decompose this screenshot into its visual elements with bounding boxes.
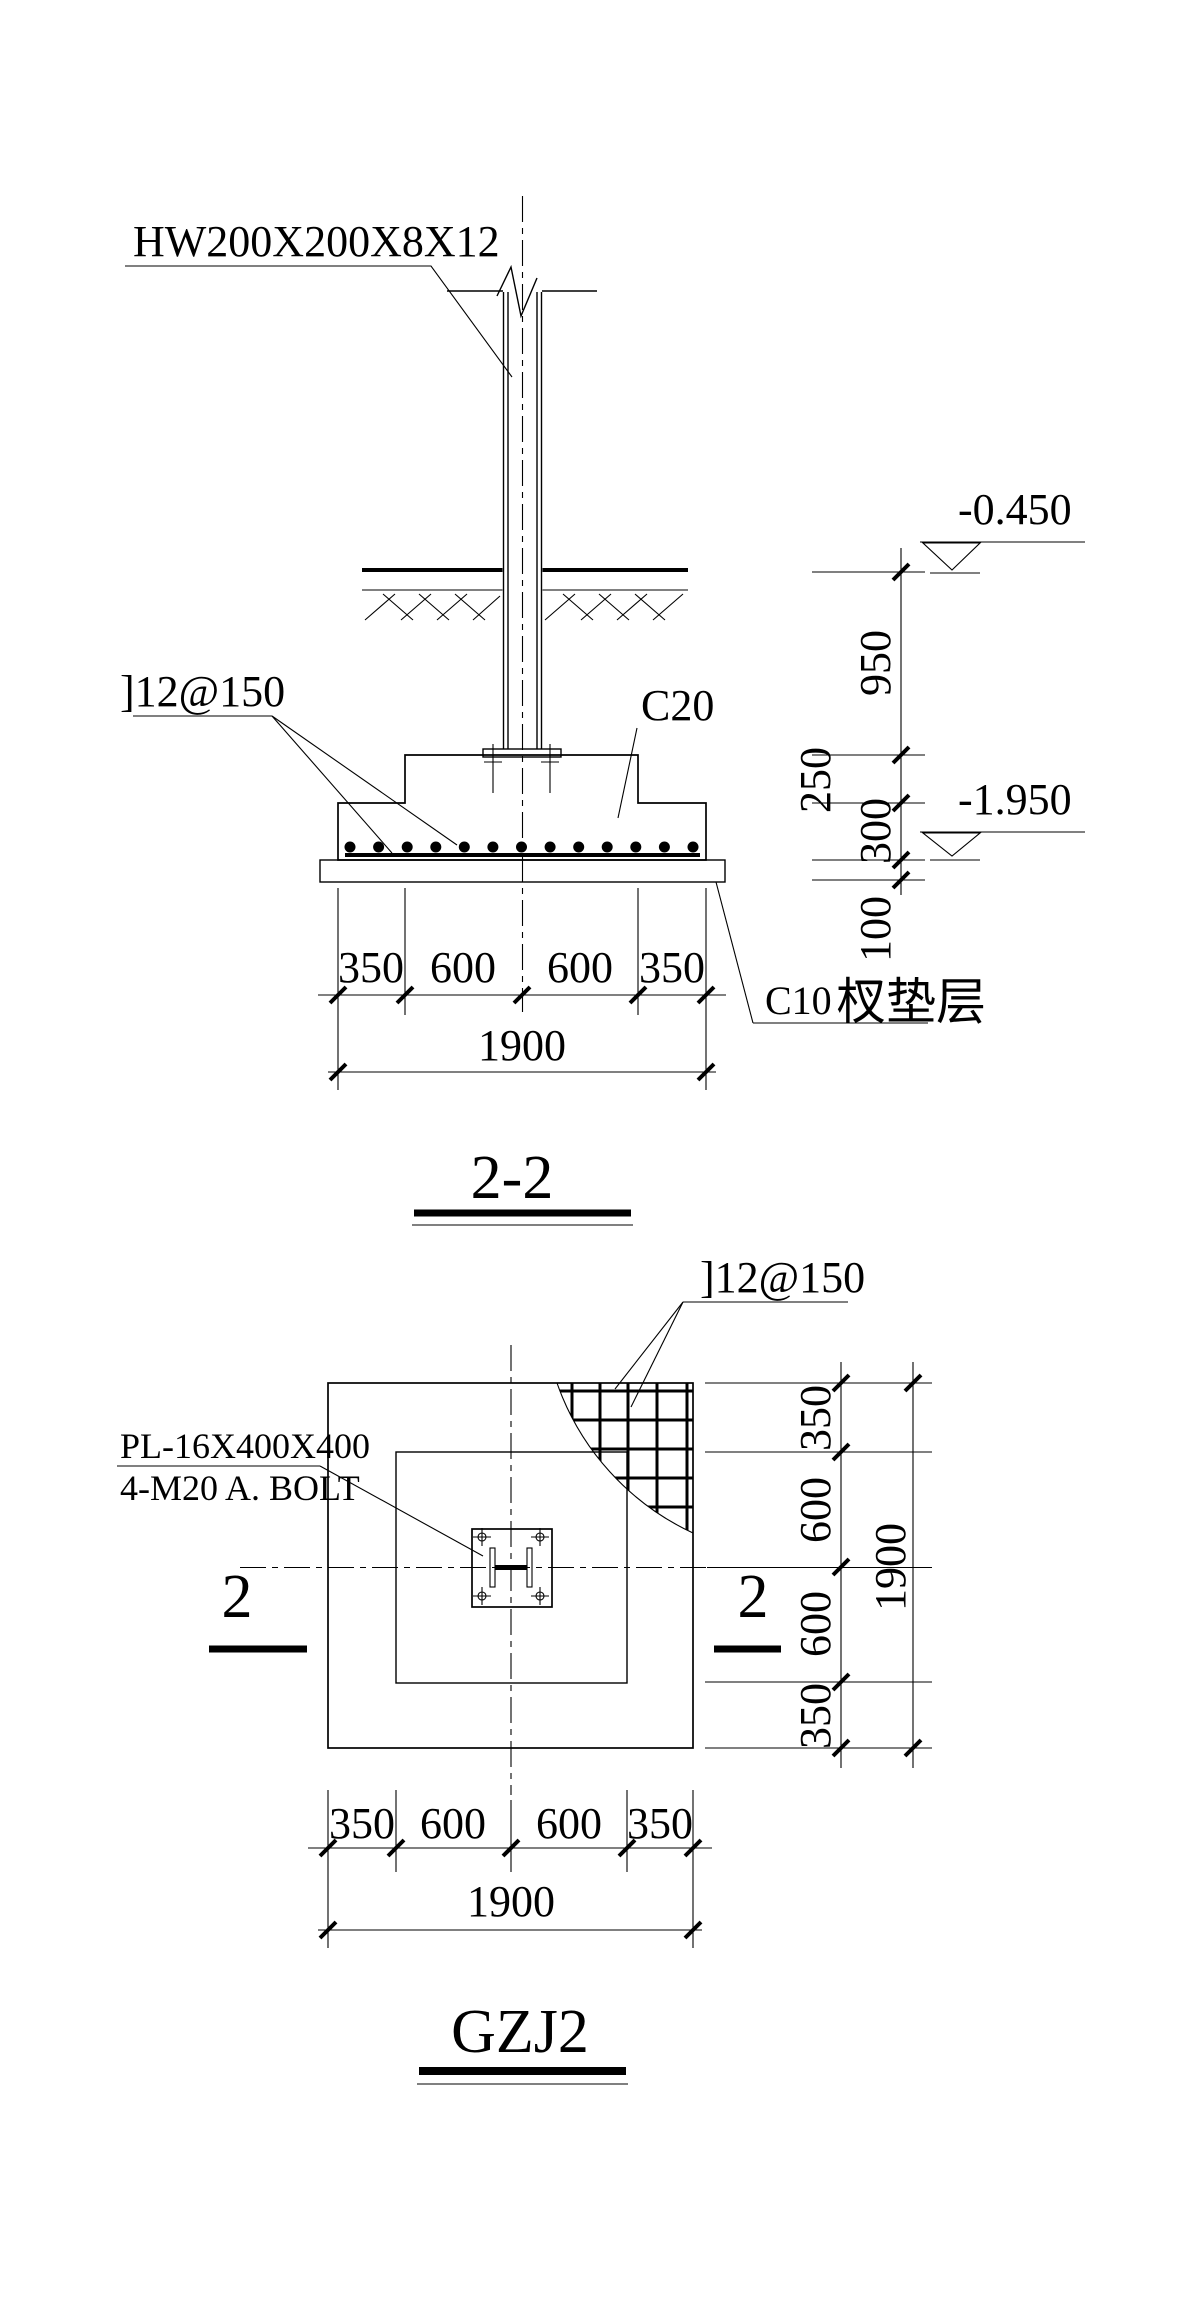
column-label-leader [125,265,513,378]
footing-plan-outline [327,1382,694,1749]
elevation-marker-top: -0.450 [920,485,1085,574]
anchor-bolts-section [484,744,559,793]
cut-mark-right-text: 2 [738,1563,769,1631]
base-plate-plan [471,1528,553,1608]
dim-bottom-350-a: 350 [329,1799,395,1848]
dim-1900-section: 1900 [478,1021,566,1070]
concrete-label-leader [617,727,638,819]
section-stirrup-label: ]12@150 [120,667,285,716]
section-title: 2-2 [412,1144,633,1226]
dim-300: 300 [851,798,900,864]
dim-950: 950 [851,630,900,696]
dim-350-a: 350 [338,943,404,992]
dim-bottom-600-b: 600 [536,1799,602,1848]
plan-right-dims: 350 600 600 350 1900 [705,1362,932,1768]
plan-title-text: GZJ2 [451,1998,589,2066]
pedestal-plan-outline [395,1451,628,1684]
section-horizontal-dims: 350 600 600 350 1900 [318,888,726,1090]
cushion-name-label: 杈垫层 [836,974,986,1030]
ground-hatch [364,593,684,621]
dim-right-350-b: 350 [791,1683,840,1749]
rebar-dots [344,841,699,853]
ground-line [362,568,688,591]
elevation-bottom-value: -1.950 [958,775,1072,824]
stirrup-leader [133,715,458,854]
mesh-label-leader [614,1301,848,1408]
base-plate-section [482,748,562,758]
anchor-bolts-plan [473,1528,549,1605]
section-column-label: HW200X200X8X12 [133,217,500,266]
dim-250: 250 [791,747,840,813]
plate-label: PL-16X400X400 [120,1426,370,1466]
dim-600-a: 600 [430,943,496,992]
plan-mesh-label: ]12@150 [700,1253,865,1302]
dim-right-600-b: 600 [791,1591,840,1657]
steel-column-plan [489,1547,533,1588]
cushion-leader [715,881,928,1024]
plan-bottom-dims: 350 600 600 350 1900 [308,1790,712,1948]
plan-title: GZJ2 [417,1998,628,2085]
section-title-text: 2-2 [471,1144,554,1212]
elevation-marker-bottom: -1.950 [920,775,1085,861]
dim-bottom-600-a: 600 [420,1799,486,1848]
cushion-grade-label: C10 [765,978,832,1023]
plan-view: ]12@150 PL-16X400X400 4-M20 A. BOLT 2 2 [117,1253,932,2085]
dim-bottom-1900: 1900 [467,1877,555,1926]
dim-bottom-350-b: 350 [627,1799,693,1848]
dim-right-350-a: 350 [791,1385,840,1451]
concrete-grade-label: C20 [641,681,714,730]
rebar-mesh [557,1383,693,1533]
section-cut-right: 2 [714,1563,781,1653]
section-view: HW200X200X8X12 [120,196,1085,1226]
cut-mark-left-text: 2 [222,1563,253,1631]
column-break-symbol [447,264,597,319]
dim-100: 100 [851,896,900,962]
plate-label-leader [117,1465,484,1557]
mesh-boundary-arc [556,1382,694,1534]
section-cut-left: 2 [209,1563,307,1653]
section-vertical-dims: 950 250 300 100 [791,548,925,962]
dim-600-b: 600 [547,943,613,992]
dim-350-b: 350 [639,943,705,992]
dim-right-1900: 1900 [866,1523,915,1611]
elevation-top-value: -0.450 [958,485,1072,534]
steel-column [502,292,543,749]
cushion-slab [319,859,726,883]
bolt-label: 4-M20 A. BOLT [120,1468,360,1508]
dim-right-600-a: 600 [791,1477,840,1543]
